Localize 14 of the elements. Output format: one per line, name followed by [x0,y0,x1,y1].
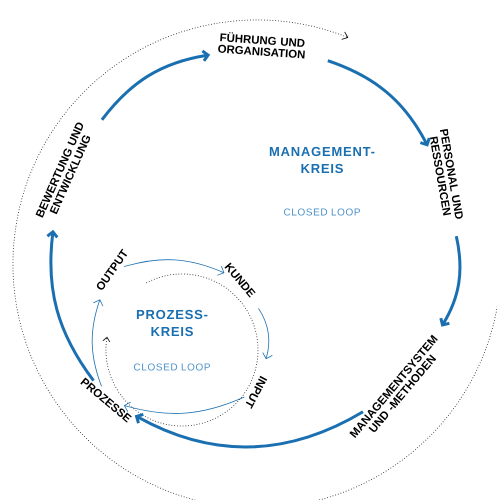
arrow [46,230,95,382]
arrow [258,308,273,360]
subtitle: CLOSED LOOP [284,208,360,216]
arrow [124,396,245,414]
arrow [124,259,224,276]
arrow [92,299,104,387]
subtitle: CLOSED LOOP [134,363,210,371]
step-label: FÜHRUNG UND ORGANISATION [218,32,305,58]
arrow [134,410,364,448]
arrow [327,59,431,147]
arrow [100,50,210,121]
circle-title: PROZESS- KREIS [136,310,208,336]
arrow [439,236,462,327]
circle-title: MANAGEMENT- KREIS [270,146,374,174]
